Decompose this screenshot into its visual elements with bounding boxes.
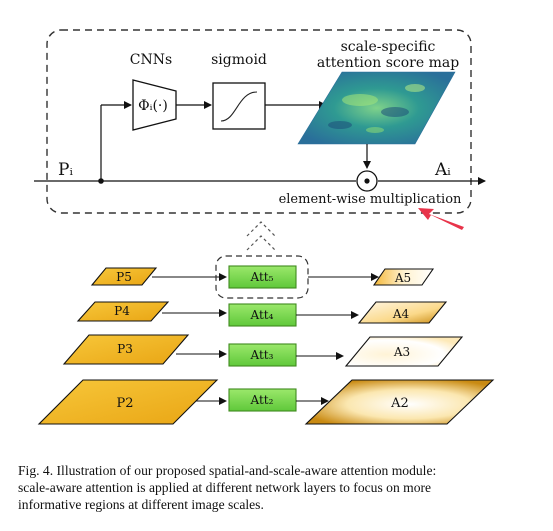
input-p5-shape: [90, 267, 158, 286]
output-label: Aᵢ: [434, 160, 451, 180]
output-a5-label: A5: [394, 271, 411, 285]
sigmoid-curve-icon: [220, 91, 258, 122]
caption-line-2: scale-aware attention is applied at diff…: [18, 480, 432, 495]
map-label-line2: attention score map: [317, 55, 459, 71]
input-p5-label: P5: [116, 270, 132, 284]
output-a5-shape: [372, 268, 435, 286]
caption-line-3: informative regions at different image s…: [18, 497, 264, 512]
multiply-label: element-wise multiplication: [279, 192, 462, 207]
attention-score-map: [297, 71, 456, 145]
cnn-symbol: Φᵢ(·): [138, 98, 168, 114]
map-texture: [328, 84, 425, 133]
att2-block: [228, 388, 297, 412]
output-a2-shape: [304, 379, 495, 425]
sigmoid-block: [212, 82, 266, 130]
att5-block: [228, 265, 297, 289]
att5-label: Att₅: [250, 270, 274, 284]
att2-label: Att₂: [250, 393, 274, 407]
output-a3-shape: [344, 336, 464, 367]
multiply-dot: [364, 178, 370, 184]
input-p3-label: P3: [117, 342, 133, 356]
output-a4-label: A4: [392, 307, 410, 321]
output-a2-label: A2: [390, 396, 409, 411]
input-p2-shape: [37, 379, 219, 425]
highlight-arrow: [418, 208, 464, 230]
map-label-line1: scale-specific: [341, 39, 436, 55]
output-a3-label: A3: [393, 345, 410, 359]
figure-caption: Fig. 4. Illustration of our proposed spa…: [18, 462, 538, 513]
input-p4-label: P4: [114, 304, 130, 318]
module-dashed-frame: [46, 29, 472, 214]
att3-label: Att₃: [250, 348, 274, 362]
cnn-label: CNNs: [130, 52, 172, 68]
zoom-connector: [246, 221, 276, 251]
input-p4-shape: [76, 301, 170, 322]
input-label: Pᵢ: [58, 160, 73, 180]
cnn-block: [132, 79, 177, 131]
input-p2-label: P2: [116, 396, 133, 411]
att4-label: Att₄: [250, 308, 274, 322]
input-p3-shape: [62, 334, 190, 365]
att5-highlight-frame: [215, 255, 309, 299]
att3-block: [228, 343, 297, 367]
output-a4-shape: [357, 301, 448, 324]
caption-line-1: Fig. 4. Illustration of our proposed spa…: [18, 463, 437, 478]
sigmoid-label: sigmoid: [211, 52, 267, 68]
